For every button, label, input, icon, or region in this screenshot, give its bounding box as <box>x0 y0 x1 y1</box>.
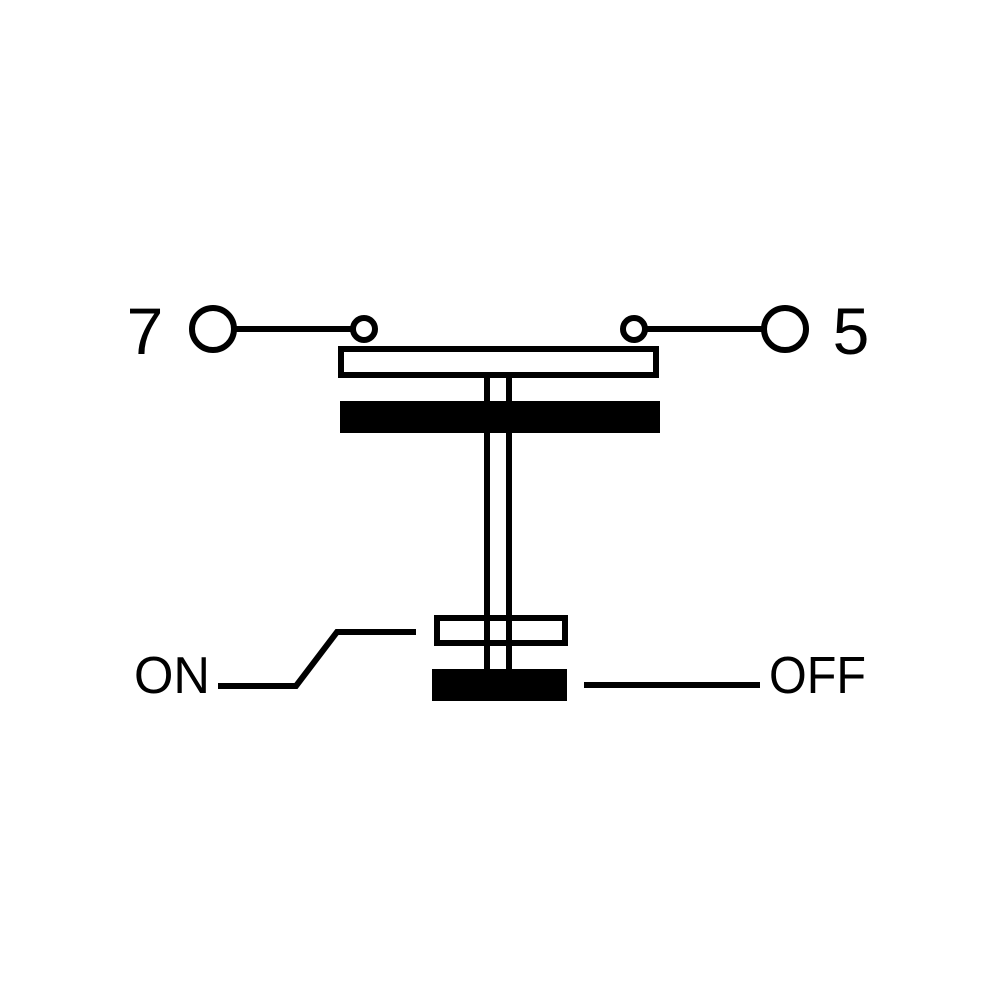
fixed-contact-bar <box>340 401 660 433</box>
terminal-7-label: 7 <box>127 294 164 368</box>
terminal-5-label: 5 <box>833 294 870 368</box>
right-contact-point <box>620 315 648 343</box>
lower-actuator-frame <box>434 615 568 646</box>
on-label: ON <box>134 647 210 705</box>
upper-contact-bar <box>338 346 659 378</box>
lower-actuator-base <box>432 669 567 701</box>
terminal-5-connector <box>761 305 809 353</box>
left-contact-point <box>350 315 378 343</box>
off-label: OFF <box>769 647 866 705</box>
terminal-7-connector <box>189 305 237 353</box>
on-position-lead <box>218 629 416 689</box>
